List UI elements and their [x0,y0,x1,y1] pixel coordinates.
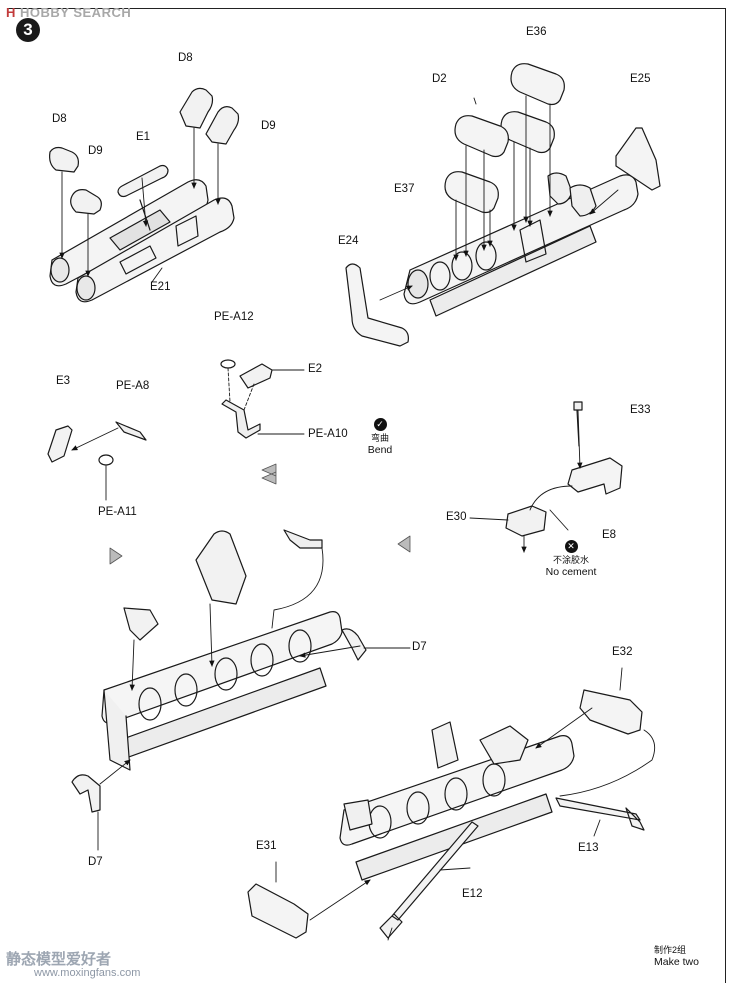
callout-d2: D2 [432,73,447,85]
callout-e21: E21 [150,281,171,293]
part-d7-right [341,628,367,661]
callout-d9-left: D9 [88,145,103,157]
part-d9-right [205,106,240,145]
callout-d7-right: D7 [412,641,427,653]
part-d2-a [500,111,555,154]
part-e33 [573,401,583,447]
part-d7-left [71,774,101,813]
callout-pe-a11: PE-A11 [98,506,137,518]
rear-frame-assembly [339,721,575,881]
frame-top-border [8,8,726,9]
part-e36 [510,63,565,106]
callout-e13: E13 [578,842,599,854]
callout-e36: E36 [526,26,547,38]
bend-icon: ✓ [373,418,387,431]
callout-e2: E2 [308,363,323,375]
callout-pe-a8: PE-A8 [116,380,150,392]
part-e12 [379,821,479,939]
part-e24 [345,263,409,347]
callout-d8-left: D8 [52,113,67,125]
callout-e24: E24 [338,235,359,247]
no-cement-note: ✕ 不涂胶水 No cement [536,540,606,578]
suspension-frame-top [403,172,639,317]
part-e1 [117,164,169,198]
make-two-note-cn: 制作2组 [654,945,687,955]
callout-e25: E25 [630,73,651,85]
callout-pe-a10: PE-A10 [308,428,348,440]
callout-d7-left: D7 [88,856,103,868]
make-two-note: 制作2组 Make two [654,943,699,968]
part-pe-a8 [115,421,147,441]
site-watermark: 静态模型爱好者 [6,951,112,968]
bend-note-en: Bend [367,444,393,456]
part-e8 [567,457,623,495]
part-d8-left [49,146,79,173]
part-e3 [47,425,73,463]
step-number-badge: 3 [16,18,40,42]
hobby-search-text: HOBBY SEARCH [20,5,132,20]
frame-right-border [725,8,726,983]
part-e37 [444,171,499,214]
callout-d9-right: D9 [261,120,276,132]
callout-e12: E12 [462,888,483,900]
no-cement-note-cn: 不涂胶水 [552,555,589,565]
callout-d8-top: D8 [178,52,193,64]
part-e2 [239,363,273,389]
part-pe-a12 [220,359,236,369]
callout-e37: E37 [394,183,415,195]
hobby-search-logo-icon: H [6,5,16,20]
callout-e3: E3 [56,375,71,387]
part-e31 [247,883,309,939]
bend-note: ✓ 弯曲 Bend [360,418,400,456]
twin-tube-assembly-e21 [49,179,235,303]
part-d8-top [179,87,214,129]
callout-pe-a12: PE-A12 [214,311,254,323]
sequence-arrow-glyphs [109,463,411,565]
main-frame-assembly [101,529,343,771]
callout-e32: E32 [612,646,633,658]
no-cement-note-en: No cement [545,566,597,578]
part-d2-b [454,115,509,158]
part-e25 [615,127,661,191]
callout-e31: E31 [256,840,277,852]
no-cement-icon: ✕ [564,540,578,553]
callout-e1: E1 [136,131,151,143]
part-e30 [505,505,547,537]
callout-e30: E30 [446,511,467,523]
part-e13 [555,797,645,831]
hobby-search-watermark: H HOBBY SEARCH [6,5,131,20]
part-pe-a10 [221,399,261,439]
make-two-note-en: Make two [654,956,699,968]
callout-e33: E33 [630,404,651,416]
part-e32 [579,689,643,735]
bend-note-cn: 弯曲 [370,433,389,443]
part-d9-left [70,189,102,215]
site-watermark-url: www.moxingfans.com [34,967,141,979]
callout-e8: E8 [602,529,617,541]
part-pe-a11 [98,454,114,466]
